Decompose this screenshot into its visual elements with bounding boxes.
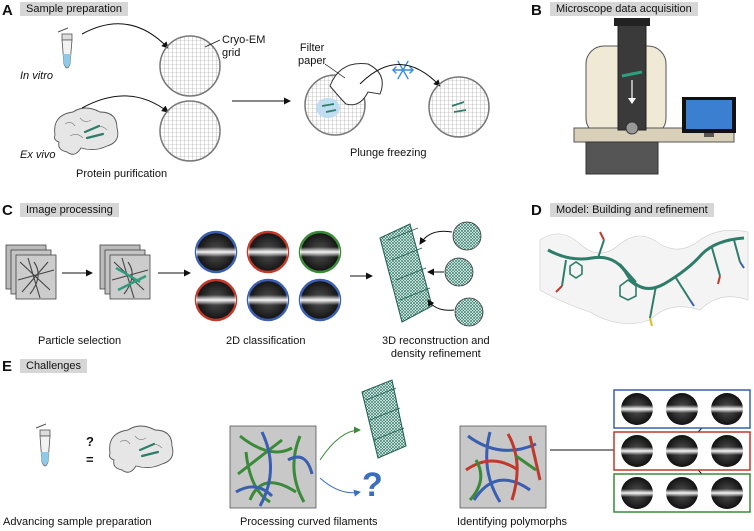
label-in-vitro: In vitro xyxy=(20,70,54,82)
label-cryo-em-grid: Cryo-EM grid xyxy=(222,34,266,59)
label-3d-reconstruction: 3D reconstruction and density refinement xyxy=(382,335,490,360)
cryo-em-grid-bottom xyxy=(159,100,221,162)
micrograph-stack-1 xyxy=(5,244,57,300)
panel-letter-b: B xyxy=(531,2,542,19)
label-processing-curved: Processing curved filaments xyxy=(240,516,378,528)
atomic-model xyxy=(539,229,749,327)
microscope-icon xyxy=(573,18,736,175)
label-filter-paper: Filter paper xyxy=(298,42,327,67)
brain-icon xyxy=(54,107,119,155)
curved-filaments-box xyxy=(229,425,317,509)
panel-title-c: Image processing xyxy=(20,203,119,217)
frozen-grid xyxy=(428,76,490,138)
panel-letter-a: A xyxy=(2,2,13,19)
polymorphs-box xyxy=(459,425,547,509)
polymorph-class-red xyxy=(613,431,751,471)
micrograph-stack-2 xyxy=(99,244,151,300)
tube-icon-e xyxy=(35,423,51,467)
fibril-3d-model xyxy=(379,221,484,327)
panel-letter-e: E xyxy=(2,358,13,375)
panel-title-d: Model: Building and refinement xyxy=(550,203,714,217)
label-advancing-sample-prep: Advancing sample preparation xyxy=(3,516,152,528)
label-question: ? xyxy=(86,434,94,449)
big-question-mark: ? xyxy=(362,466,383,504)
panel-letter-d: D xyxy=(531,202,542,219)
label-2d-classification: 2D classification xyxy=(226,335,306,347)
label-particle-selection: Particle selection xyxy=(38,335,122,347)
class-averages xyxy=(194,230,342,322)
cryo-em-grid-top xyxy=(159,35,221,97)
panel-a-graphics xyxy=(54,23,490,162)
panel-title-b: Microscope data acquisition xyxy=(550,2,698,16)
label-equals: = xyxy=(86,452,94,467)
panel-title-e: Challenges xyxy=(20,359,88,373)
polymorph-class-blue xyxy=(613,389,751,429)
panel-title-a: Sample preparation xyxy=(20,2,129,16)
label-ex-vivo: Ex vivo xyxy=(20,149,56,161)
label-identifying-polymorphs: Identifying polymorphs xyxy=(457,516,568,528)
filter-paper-icon xyxy=(329,62,383,106)
fibril-3d-model-e xyxy=(361,379,407,459)
polymorph-class-green xyxy=(613,473,751,513)
brain-icon-e xyxy=(109,425,174,473)
label-protein-purification: Protein purification xyxy=(76,168,168,180)
snowflake-icon xyxy=(392,60,414,80)
tube-icon xyxy=(57,27,73,69)
panel-letter-c: C xyxy=(2,202,13,219)
label-plunge-freezing: Plunge freezing xyxy=(350,147,427,159)
